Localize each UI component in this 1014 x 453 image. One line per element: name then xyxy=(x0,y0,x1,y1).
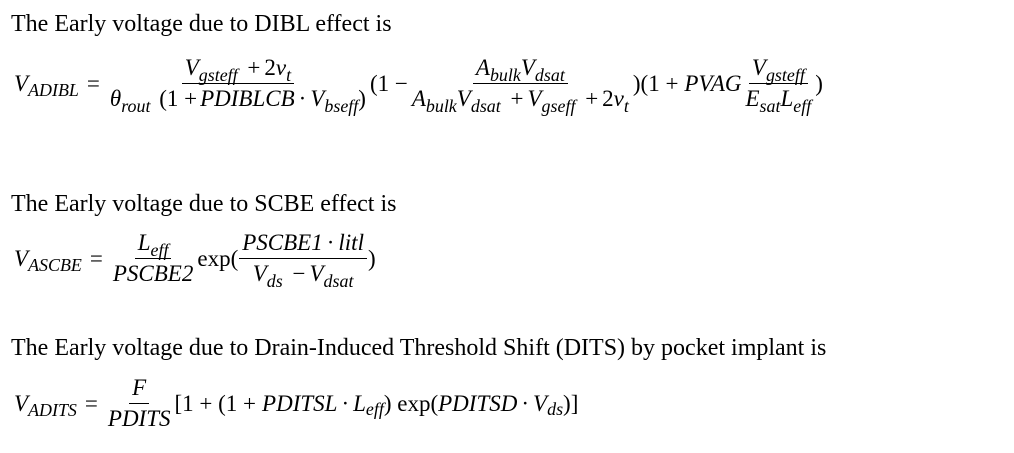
vadibl-lhs: VADIBL xyxy=(14,70,79,101)
vadibl-main-fraction: Vgsteff +2vt θrout (1 +PDIBLCB·Vbseff) xyxy=(109,55,366,116)
vascbe-lhs: VASCBE xyxy=(14,245,82,276)
dibl-intro-text: The Early voltage due to DIBL effect is xyxy=(11,11,392,37)
vadits-lhs: VADITS xyxy=(14,390,77,421)
vadibl-pvag-fraction: Vgsteff EsatLeff xyxy=(745,55,812,116)
vascbe-leff-fraction: Leff PSCBE2 xyxy=(112,230,194,286)
dits-intro-text: The Early voltage due to Drain-Induced T… xyxy=(11,335,827,361)
scbe-intro-text: The Early voltage due to SCBE effect is xyxy=(11,191,397,217)
vascbe-exp-fraction: PSCBE1·litl Vds −Vdsat xyxy=(239,230,367,291)
vadibl-bulk-fraction: AbulkVdsat AbulkVdsat +Vgseff +2vt xyxy=(411,55,629,116)
vadibl-equation: VADIBL = Vgsteff +2vt θrout (1 +PDIBLCB·… xyxy=(14,55,823,116)
vascbe-equation: VASCBE = Leff PSCBE2 exp( PSCBE1·litl Vd… xyxy=(14,230,376,291)
vadits-fraction: F PDITS xyxy=(107,375,171,431)
